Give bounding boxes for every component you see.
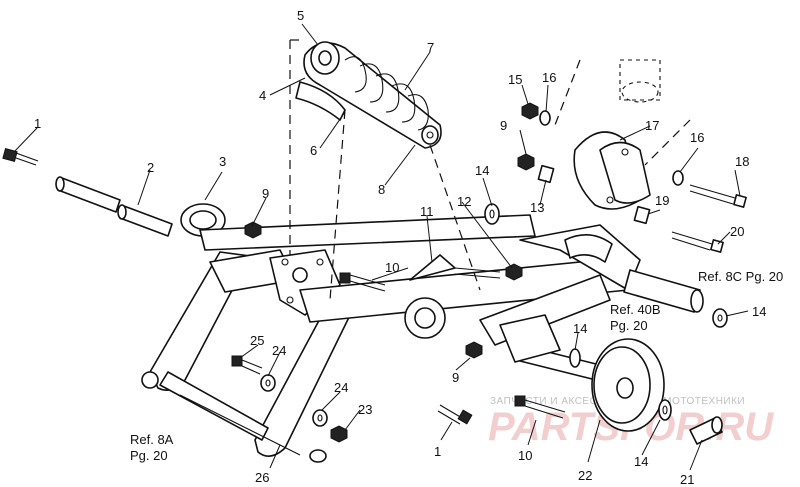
part-14-washer-mid bbox=[569, 348, 581, 368]
part-9-nut-lower bbox=[465, 341, 483, 359]
ref-40b-line2: Pg. 20 bbox=[610, 318, 648, 333]
callout-14-right: 14 bbox=[752, 304, 766, 319]
part-22-idler-wheel bbox=[591, 338, 665, 432]
part-12-nut bbox=[505, 263, 523, 281]
part-14-washer-top bbox=[484, 203, 500, 225]
part-14-washer-wheel bbox=[658, 399, 672, 421]
part-1-bolt-lower bbox=[437, 404, 473, 425]
callout-26: 26 bbox=[255, 470, 269, 485]
part-21-spacer bbox=[689, 416, 723, 445]
callout-17: 17 bbox=[645, 118, 659, 133]
callout-labels: 1 2 3 4 5 6 7 8 9 9 9 10 10 11 12 13 14 … bbox=[34, 8, 766, 487]
upper-cross-shaft bbox=[199, 214, 536, 251]
callout-8: 8 bbox=[378, 182, 385, 197]
callout-23: 23 bbox=[358, 402, 372, 417]
callout-9-top: 9 bbox=[500, 118, 507, 133]
part-13-spacer bbox=[537, 164, 555, 184]
guide-line-4 bbox=[429, 144, 481, 291]
callout-16-top: 16 bbox=[542, 70, 556, 85]
part-17-bracket bbox=[573, 131, 651, 210]
callout-13: 13 bbox=[530, 200, 544, 215]
callout-5: 5 bbox=[297, 8, 304, 23]
callout-10-center: 10 bbox=[385, 260, 399, 275]
shock-absorber bbox=[295, 41, 442, 149]
callout-18: 18 bbox=[735, 154, 749, 169]
ref-40b-line1: Ref. 40B bbox=[610, 302, 661, 317]
part-24-washer-b bbox=[312, 409, 328, 427]
callout-6: 6 bbox=[310, 143, 317, 158]
part-15-nut bbox=[521, 102, 539, 120]
upper-shaft-stub bbox=[619, 59, 661, 103]
part-10-bolt-center-b bbox=[339, 272, 386, 292]
callout-15: 15 bbox=[508, 72, 522, 87]
callout-9-center: 9 bbox=[262, 186, 269, 201]
part-10-bolt-center bbox=[454, 267, 501, 279]
part-2-sleeve bbox=[55, 176, 173, 237]
part-24-washer-a bbox=[260, 374, 276, 392]
part-23-nut bbox=[330, 425, 348, 443]
callout-24-a: 24 bbox=[272, 343, 286, 358]
callout-21: 21 bbox=[680, 472, 694, 487]
part-9-nut-top bbox=[517, 153, 535, 171]
callout-7: 7 bbox=[427, 40, 434, 55]
ref-8a-line1: Ref. 8A bbox=[130, 432, 174, 447]
part-1-bolt-left bbox=[2, 148, 39, 166]
callout-24-b: 24 bbox=[334, 380, 348, 395]
callout-20: 20 bbox=[730, 224, 744, 239]
part-18-bolt bbox=[689, 184, 747, 208]
part-20-bolt bbox=[671, 231, 724, 253]
right-axle bbox=[623, 269, 704, 313]
callout-4: 4 bbox=[259, 88, 266, 103]
callout-19: 19 bbox=[655, 193, 669, 208]
callout-14-top: 14 bbox=[475, 163, 489, 178]
callout-10-lower: 10 bbox=[518, 448, 532, 463]
guide-line-6 bbox=[644, 119, 691, 166]
callout-1-lower: 1 bbox=[434, 444, 441, 459]
callout-9-lower: 9 bbox=[452, 370, 459, 385]
callout-16-right: 16 bbox=[690, 130, 704, 145]
part-11-clip bbox=[409, 254, 456, 281]
leader-lines bbox=[13, 23, 749, 471]
part-14-washer-right bbox=[712, 308, 728, 328]
part-19-spacer bbox=[633, 205, 651, 225]
part-9-nut-center bbox=[244, 221, 262, 239]
part-16-washer-b bbox=[672, 170, 684, 186]
guide-line-5 bbox=[554, 59, 581, 126]
guide-line-3 bbox=[329, 109, 346, 301]
ref-8a-line2: Pg. 20 bbox=[130, 448, 168, 463]
ref-8c: Ref. 8C Pg. 20 bbox=[698, 269, 783, 284]
callout-1-top: 1 bbox=[34, 116, 41, 131]
callout-2: 2 bbox=[147, 160, 154, 175]
callout-25: 25 bbox=[250, 333, 264, 348]
part-10-bolt-lower bbox=[514, 395, 566, 419]
part-3-bushing bbox=[180, 203, 226, 237]
wheel-axle bbox=[499, 314, 601, 381]
part-16-washer-a bbox=[539, 110, 551, 126]
callout-14-mid: 14 bbox=[573, 321, 587, 336]
callout-3: 3 bbox=[219, 154, 226, 169]
callout-14-wheel: 14 bbox=[634, 454, 648, 469]
callout-12: 12 bbox=[457, 194, 471, 209]
part-25-bolt bbox=[231, 355, 263, 375]
callout-11: 11 bbox=[420, 204, 434, 219]
reference-notes: Ref. 8C Pg. 20 Ref. 40B Pg. 20 Ref. 8A P… bbox=[130, 269, 783, 463]
callout-22: 22 bbox=[578, 468, 592, 483]
